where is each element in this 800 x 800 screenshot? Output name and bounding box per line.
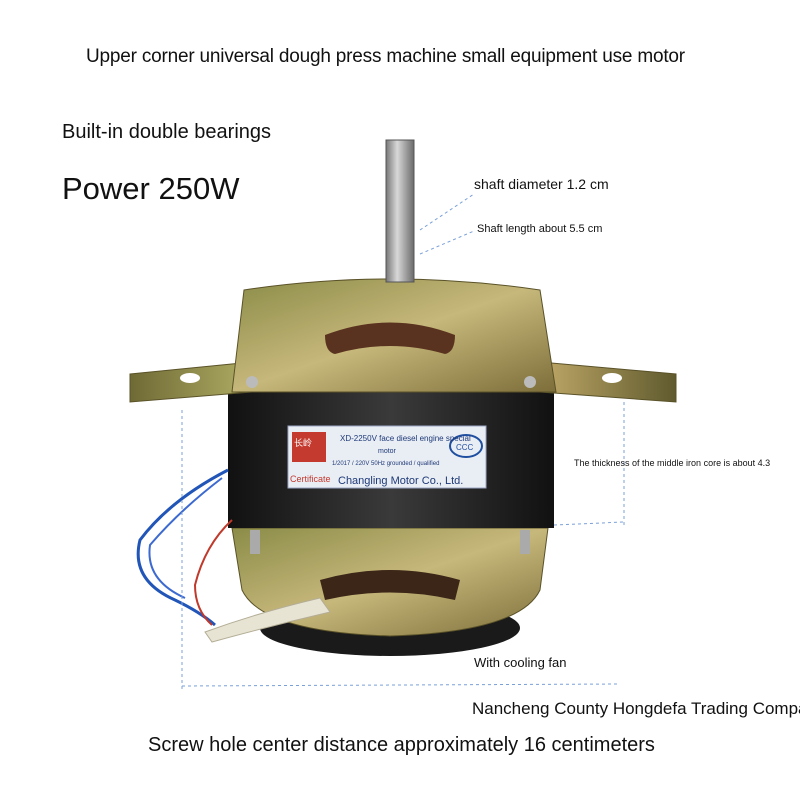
bolt — [250, 530, 260, 554]
label-maker: Changling Motor Co., Ltd. — [338, 475, 463, 487]
shaft-diameter-annotation: shaft diameter 1.2 cm — [474, 176, 609, 192]
feature-power: Power 250W — [62, 171, 240, 206]
bottom-slot — [320, 570, 460, 600]
seller-name: Nancheng County Hongdefa Trading Company — [472, 699, 800, 718]
bolt — [524, 376, 536, 388]
blue-wire — [136, 468, 229, 627]
screw-hole-left — [180, 373, 200, 383]
core-pointer — [553, 521, 625, 526]
iron-core-annotation: The thickness of the middle iron core is… — [574, 458, 771, 468]
top-slot — [325, 322, 455, 354]
label-ccc: CCC — [456, 443, 474, 452]
label-model-line2: motor — [378, 448, 397, 455]
label-model: XD-2250V face diesel engine special — [340, 434, 471, 443]
screw-hole-right — [602, 373, 622, 383]
label-specs: 1/2017 / 220V 50Hz grounded / qualified — [332, 461, 439, 467]
label-certificate: Certificate — [290, 474, 331, 484]
bolt — [246, 376, 258, 388]
blue-wire-2 — [148, 477, 223, 599]
brand-logo — [292, 432, 326, 462]
screw-distance-line — [181, 683, 621, 687]
shaft-diameter-pointer — [419, 193, 475, 231]
shaft-length-annotation: Shaft length about 5.5 cm — [477, 223, 603, 235]
red-wire — [193, 519, 233, 626]
label-brand-chars: 长岭 — [294, 437, 312, 449]
bolt — [520, 530, 530, 554]
screw-distance-annotation: Screw hole center distance approximately… — [148, 734, 655, 756]
headline-title: Upper corner universal dough press machi… — [86, 46, 685, 67]
feature-bearings: Built-in double bearings — [62, 121, 272, 143]
shaft-length-pointer — [419, 230, 475, 255]
braided-wire-sleeve — [204, 597, 331, 643]
cooling-fan-annotation: With cooling fan — [474, 655, 567, 670]
ccc-logo — [449, 434, 483, 458]
motor-shaft — [385, 139, 415, 283]
